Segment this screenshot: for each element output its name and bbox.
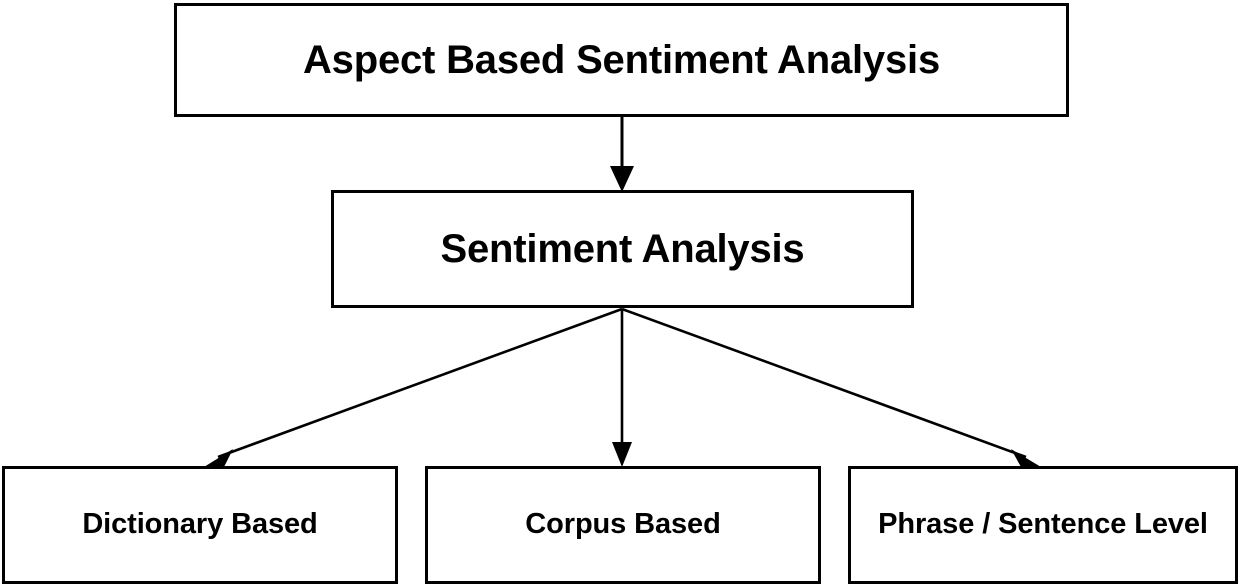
node-label: Phrase / Sentence Level	[878, 508, 1208, 541]
node-label: Corpus Based	[525, 508, 721, 541]
edge-sentiment-analysis-to-dictionary-based	[204, 307, 623, 467]
edge-root-to-sentiment-analysis	[610, 117, 634, 192]
node-dictionary-based[interactable]: Dictionary Based	[2, 466, 398, 584]
node-label: Sentiment Analysis	[440, 227, 805, 271]
node-corpus-based[interactable]: Corpus Based	[425, 466, 821, 584]
node-label: Dictionary Based	[82, 508, 318, 541]
arrowhead-icon	[1011, 449, 1041, 467]
edge-sentiment-analysis-to-phrase-sentence-level	[621, 307, 1041, 467]
node-aspect-based-sentiment-analysis[interactable]: Aspect Based Sentiment Analysis	[174, 3, 1069, 117]
node-label: Aspect Based Sentiment Analysis	[303, 38, 940, 82]
edge-line	[621, 307, 1027, 459]
node-sentiment-analysis[interactable]: Sentiment Analysis	[331, 190, 914, 308]
edge-line	[217, 307, 623, 459]
node-phrase-sentence-level[interactable]: Phrase / Sentence Level	[848, 466, 1238, 584]
arrowhead-icon	[204, 449, 233, 467]
arrowhead-icon	[612, 442, 632, 467]
arrowhead-icon	[610, 166, 634, 192]
edge-sentiment-analysis-to-corpus-based	[612, 309, 632, 467]
